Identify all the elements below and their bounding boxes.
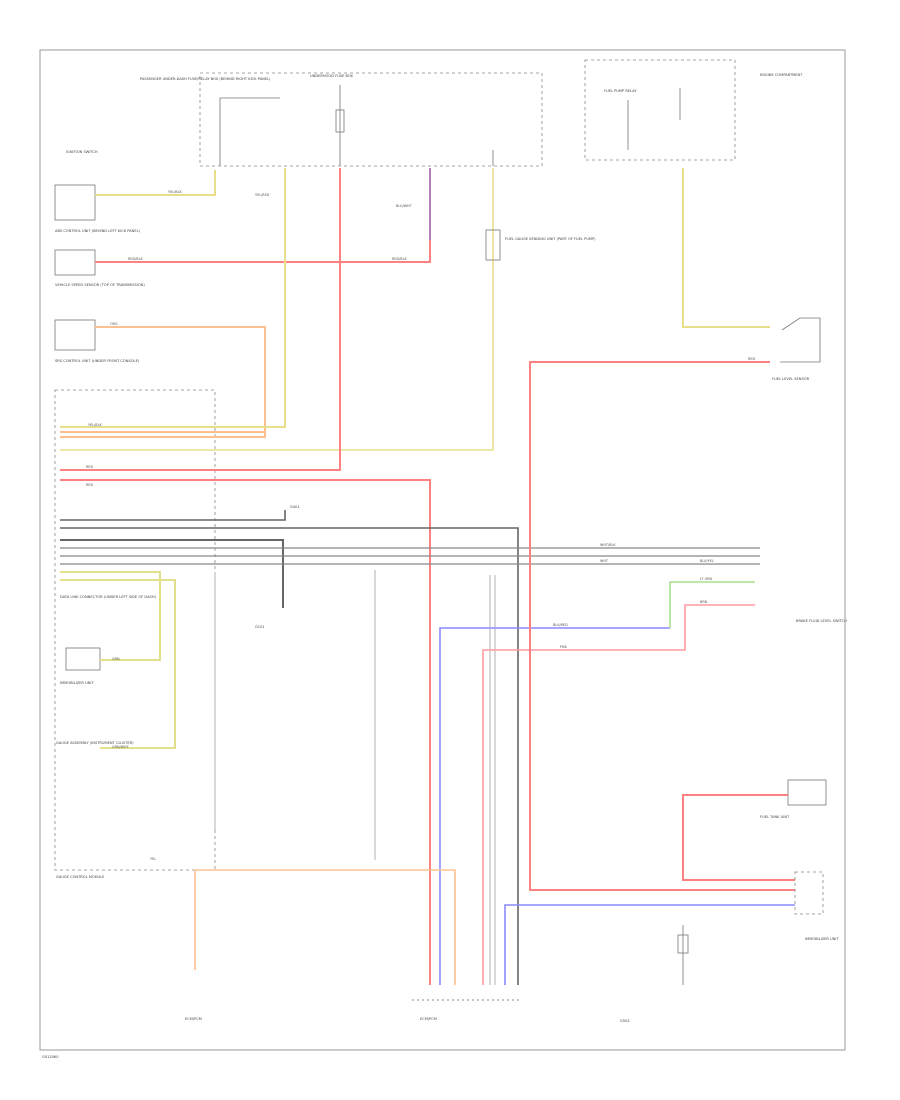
- wire-green-1: [60, 571, 161, 661]
- wire-label-yel-blk-2: YEL/BLK: [88, 423, 102, 427]
- wire-label-brn: BRN: [700, 600, 708, 604]
- wire-gray-long: [60, 527, 519, 985]
- ignition-switch-label: IGNITION SWITCH: [66, 150, 98, 154]
- wire-red-ecm: [60, 168, 341, 471]
- wire-yellow-ignition: [95, 170, 216, 196]
- underhood-fuse-box-label: UNDERHOOD FUSE BOX: [310, 74, 354, 78]
- wire-label-yel: YEL: [150, 857, 156, 861]
- wire-label-grn: GRN: [112, 657, 120, 661]
- ground-g401-label: G401: [290, 505, 300, 509]
- ecm-pcm-label: ECM/PCM: [185, 1017, 202, 1021]
- wire-label-wht-blk: WHT/BLK: [600, 543, 616, 547]
- wire-yellow-relay: [60, 168, 494, 451]
- vss-box: [54, 249, 96, 276]
- wire-red-right: [529, 361, 795, 891]
- wire-label-red-blk-1: RED/BLK: [128, 257, 143, 261]
- wire-label-wht: WHT: [600, 559, 609, 563]
- wire-red-abs: [95, 168, 431, 263]
- diode-box: [485, 229, 501, 261]
- srs-box: [54, 319, 96, 351]
- ground-g502-label: G502: [620, 1019, 630, 1023]
- instrument-cluster-label: GAUGE ASSEMBLY (INSTRUMENT CLUSTER): [56, 741, 134, 745]
- ecm-connector-label: ECM/PCM: [420, 1017, 437, 1021]
- abs-unit-box: [54, 184, 96, 221]
- passenger-fuse-box-label: PASSENGER UNDER-DASH FUSE/RELAY BOX (BEH…: [140, 77, 271, 81]
- wire-label-red-1: RED: [86, 465, 93, 469]
- wire-label-red-3: RED: [748, 357, 755, 361]
- underhood-fuse-box: UNDERHOOD FUSE BOX: [199, 72, 543, 167]
- wire-label-yel-red: YEL/RED: [255, 193, 270, 197]
- wire-green-right: [669, 581, 755, 628]
- wire-gray-ground: [60, 510, 286, 521]
- fuel-pump-relay-label: FUEL PUMP RELAY: [604, 89, 637, 93]
- gauge-control-module-label: GAUGE CONTROL MODULE: [56, 875, 105, 879]
- fuel-gauge-sending-label: FUEL GAUGE SENDING UNIT (PART OF FUEL PU…: [505, 237, 596, 241]
- fuel-tank-unit-label: FUEL TANK UNIT: [760, 815, 790, 819]
- wire-label-blu-wht: BLU/WHT: [396, 204, 413, 208]
- wire-orange-bottom: [194, 869, 456, 985]
- wire-label-red-blk-2: RED/BLK: [392, 257, 407, 261]
- wire-label-red-2: RED: [86, 483, 93, 487]
- wire-pink: [482, 604, 755, 985]
- wire-red-down: [60, 479, 431, 985]
- wire-label-blu-yel: BLU/YEL: [700, 559, 714, 563]
- engine-compartment-label: ENGINE COMPARTMENT: [760, 73, 803, 77]
- wire-orange-srs: [60, 326, 266, 438]
- immobilizer-right-label: IMMOBILIZER UNIT: [805, 937, 839, 941]
- abs-control-unit-label: ABS CONTROL UNIT (BEHIND LEFT KICK PANEL…: [55, 229, 141, 233]
- vehicle-speed-sensor-label: VEHICLE SPEED SENSOR (TOP OF TRANSMISSIO…: [55, 283, 145, 287]
- data-link-connector-label: DATA LINK CONNECTOR (UNDER LEFT SIDE OF …: [60, 595, 157, 599]
- g502-box: [677, 934, 689, 954]
- wire-green-2: [60, 579, 176, 749]
- wire-label-yel-blk-1: YEL/BLK: [168, 190, 182, 194]
- wire-label-pnk: PNK: [560, 645, 568, 649]
- gauge-control-module-box: [54, 389, 216, 871]
- wire-label-grn-wht: GRN/WHT: [112, 745, 130, 749]
- fuel-tank-box: [787, 779, 827, 806]
- brake-fluid-switch-label: BRAKE FLUID LEVEL SWITCH: [796, 619, 847, 623]
- tank-connector: [794, 871, 824, 915]
- srs-unit-lower-box: [65, 647, 101, 671]
- wire-yellow-right: [682, 168, 770, 328]
- fuel-level-sensor-label: FUEL LEVEL SENSOR: [772, 377, 810, 381]
- footer-code: G012060: [42, 1055, 59, 1059]
- wire-label-org-1: ORG: [110, 322, 118, 326]
- immobilizer-label: IMMOBILIZER UNIT: [60, 681, 94, 685]
- diagram-frame: [39, 49, 846, 1051]
- ground-g101-label: G101: [255, 625, 265, 629]
- wire-label-blu-red: BLU/RED: [553, 623, 568, 627]
- wire-blue-1: [439, 627, 670, 985]
- srs-control-unit-label: SRS CONTROL UNIT (UNDER FRONT CONSOLE): [55, 359, 140, 363]
- wire-gray-cluster: [60, 539, 284, 608]
- wire-blue-tank: [504, 904, 795, 985]
- wire-label-lt-grn: LT GRN: [700, 577, 713, 581]
- wire-yellow-long: [60, 168, 286, 428]
- fuel-pump-relay: FUEL PUMP RELAY: [584, 59, 736, 161]
- wire-red-tank: [682, 794, 795, 881]
